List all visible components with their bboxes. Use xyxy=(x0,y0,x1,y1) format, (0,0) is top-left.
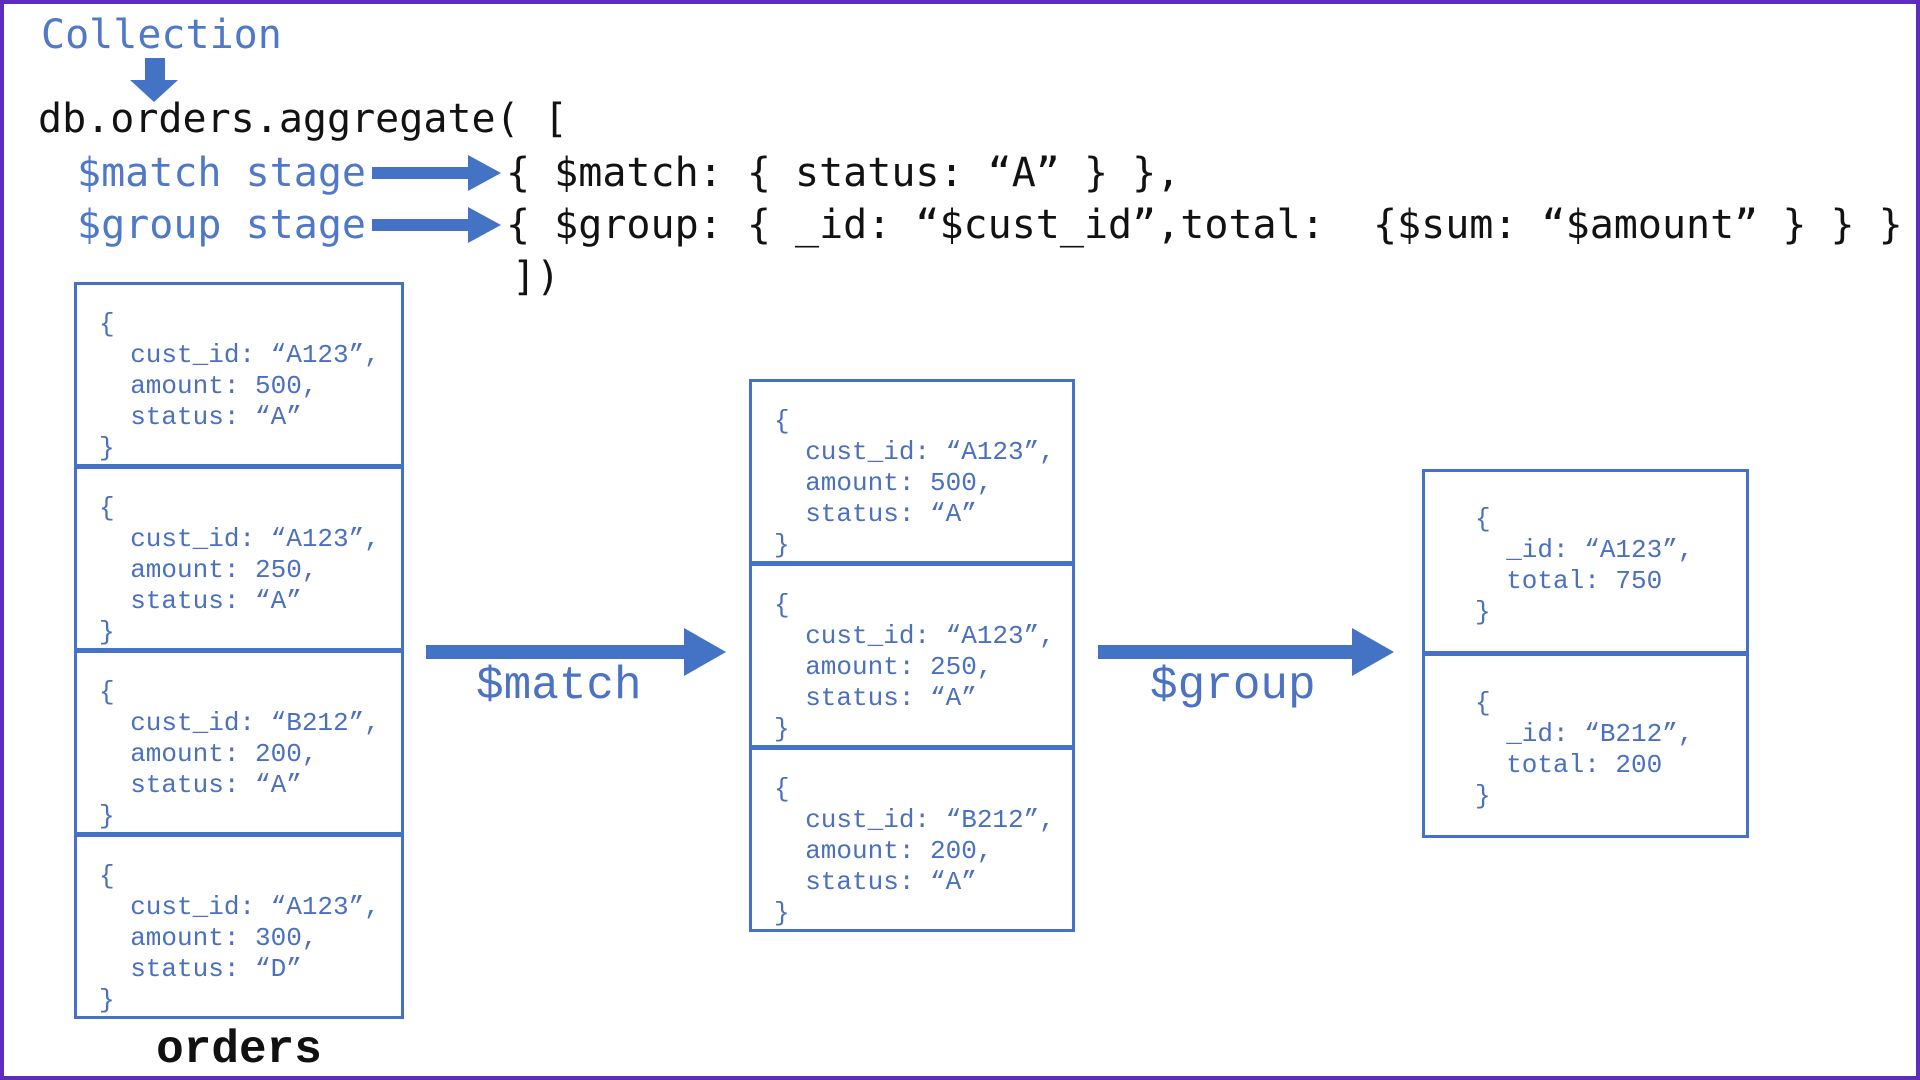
arrow-head xyxy=(684,628,726,676)
document-card: { cust_id: “A123”, amount: 300, status: … xyxy=(74,834,404,1019)
match-flow-arrow-icon xyxy=(426,628,726,676)
document-card: { _id: “B212”, total: 200 } xyxy=(1422,653,1749,838)
group-flow-label: $group xyxy=(1150,660,1316,712)
after-group-column: { _id: “A123”, total: 750 } { _id: “B212”… xyxy=(1422,469,1749,838)
document-card: { _id: “A123”, total: 750 } xyxy=(1422,469,1749,654)
orders-collection-label: orders xyxy=(156,1024,322,1076)
match-stage-code: { $match: { status: “A” } }, xyxy=(506,150,1181,196)
arrow-head xyxy=(468,207,501,243)
document-json: { cust_id: “B212”, amount: 200, status: … xyxy=(99,677,380,831)
arrow-head xyxy=(130,80,178,102)
document-card: { cust_id: “A123”, amount: 250, status: … xyxy=(749,563,1075,748)
document-json: { cust_id: “A123”, amount: 500, status: … xyxy=(99,309,380,463)
document-json: { cust_id: “A123”, amount: 250, status: … xyxy=(99,493,380,647)
group-stage-label: $group stage xyxy=(77,202,366,248)
document-card: { cust_id: “B212”, amount: 200, status: … xyxy=(74,650,404,835)
after-match-column: { cust_id: “A123”, amount: 500, status: … xyxy=(749,379,1075,932)
match-stage-arrow-icon xyxy=(372,155,501,191)
arrow-shaft xyxy=(372,219,468,231)
arrow-head xyxy=(1352,628,1394,676)
aggregate-close-code: ]) xyxy=(512,254,561,300)
group-stage-code: { $group: { _id: “$cust_id”,total: {$sum… xyxy=(506,202,1903,248)
document-card: { cust_id: “A123”, amount: 250, status: … xyxy=(74,466,404,651)
group-stage-arrow-icon xyxy=(372,207,501,243)
document-json: { cust_id: “B212”, amount: 200, status: … xyxy=(774,774,1055,928)
document-json: { _id: “A123”, total: 750 } xyxy=(1475,504,1694,627)
document-json: { cust_id: “A123”, amount: 500, status: … xyxy=(774,406,1055,560)
orders-collection-column: { cust_id: “A123”, amount: 500, status: … xyxy=(74,282,404,1019)
document-json: { _id: “B212”, total: 200 } xyxy=(1475,688,1694,811)
document-card: { cust_id: “A123”, amount: 500, status: … xyxy=(74,282,404,467)
arrow-head xyxy=(468,155,501,191)
arrow-shaft xyxy=(372,167,468,179)
arrow-shaft xyxy=(1098,645,1352,659)
arrow-shaft xyxy=(145,58,165,80)
document-json: { cust_id: “A123”, amount: 300, status: … xyxy=(99,861,380,1015)
match-stage-label: $match stage xyxy=(77,150,366,196)
document-json: { cust_id: “A123”, amount: 250, status: … xyxy=(774,590,1055,744)
arrow-shaft xyxy=(426,645,684,659)
document-card: { cust_id: “B212”, amount: 200, status: … xyxy=(749,747,1075,932)
document-card: { cust_id: “A123”, amount: 500, status: … xyxy=(749,379,1075,564)
aggregate-open-code: db.orders.aggregate( [ xyxy=(38,96,568,142)
collection-label: Collection xyxy=(41,12,282,58)
group-flow-arrow-icon xyxy=(1098,628,1394,676)
match-flow-label: $match xyxy=(476,660,642,712)
collection-pointer-down-arrow-icon xyxy=(130,58,178,102)
